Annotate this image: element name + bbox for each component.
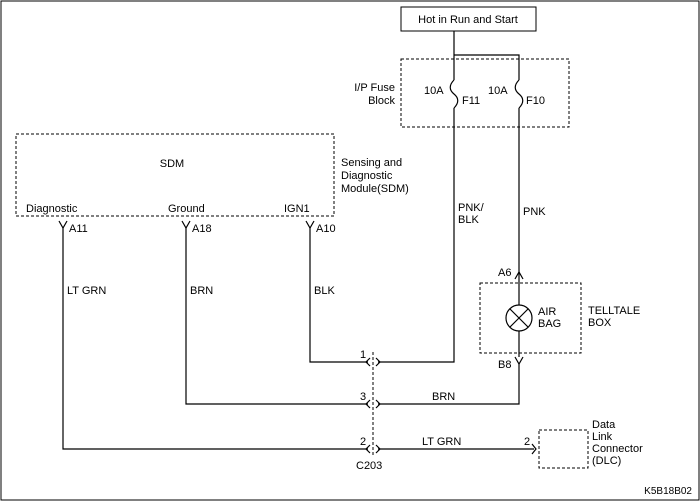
power-source-label: Hot in Run and Start [418,14,518,26]
telltale-label-line2: BOX [588,317,612,329]
c203-pin3-label: 3 [360,391,366,403]
sdm-terminal-a11: A11 [69,223,88,235]
terminal-b8-icon [514,356,524,366]
c203-pin1-icon [365,357,381,367]
wire-label-pnk-blk-line1: PNK/ [458,202,485,214]
c203-id: C203 [356,460,382,472]
wire-blk-ign1 [309,228,368,363]
wire-brn-telltale [378,364,520,405]
sdm-pin-ign1: IGN1 [284,203,310,215]
telltale-terminal-a6: A6 [498,267,511,279]
dlc-outline [538,429,589,469]
terminal-a10-icon [305,220,315,230]
telltale-outline [479,282,582,354]
fuse-f10-rating: 10A [488,85,508,97]
wire-lt-grn-diagnostic [62,228,368,450]
airbag-lamp-label-line1: AIR [538,306,556,318]
fuse-block: I/P Fuse Block 10A F11 10A F10 [354,58,570,128]
dlc-label-line3: Connector [592,443,643,455]
fuse-block-outline [400,58,570,128]
power-source: Hot in Run and Start [400,6,537,32]
terminal-a11-icon [58,220,68,230]
power-source-box [400,6,537,32]
telltale-label-line1: TELLTALE [588,305,640,317]
dlc-pin-number: 2 [524,436,530,448]
telltale-terminal-b8: B8 [498,359,511,371]
wire-label-lt-grn-left: LT GRN [67,285,106,297]
sdm-pin-diagnostic: Diagnostic [26,203,78,215]
fuse-f11-icon [449,79,459,109]
fuse-f10-id: F10 [526,95,545,107]
wire-label-blk: BLK [314,285,335,297]
dlc-label-line4: (DLC) [592,455,621,467]
sdm-desc-line3: Module(SDM) [341,183,409,195]
fuse-f10-icon [514,79,524,109]
power-feed-wire [453,31,520,80]
sdm-desc-line1: Sensing and [341,157,402,169]
c203-pin3-icon [365,399,381,409]
dlc-label-line1: Data [592,419,616,431]
airbag-lamp-label-line2: BAG [538,318,561,330]
airbag-lamp-icon [505,304,533,332]
telltale-box: A6 AIR BAG TELLTALE BOX B8 [479,267,640,371]
sdm-desc-line2: Diagnostic [341,170,393,182]
wire-pnk-blk [378,108,455,363]
sdm-module: SDM Sensing and Diagnostic Module(SDM) D… [15,133,409,235]
airbag-lamp-cross [509,308,529,328]
wire-label-pnk: PNK [523,206,546,218]
dlc-connector: LT GRN 2 Data Link Connector (DLC) [378,419,643,469]
wire-brn-ground [185,228,368,405]
figure-code: K5B18B02 [644,486,692,497]
fuse-f11-rating: 10A [424,85,444,97]
c203-connector: 1 3 2 C203 [356,349,382,472]
c203-pin1-label: 1 [360,349,366,361]
fuse-block-label-line2: Block [368,95,395,107]
sdm-pin-ground: Ground [168,203,205,215]
wire-label-pnk-blk-line2: BLK [458,214,479,226]
fuse-block-label-line1: I/P Fuse [354,82,395,94]
terminal-a18-icon [181,220,191,230]
c203-pin2-label: 2 [360,436,366,448]
sdm-terminal-a10: A10 [316,223,336,235]
wire-label-brn-left: BRN [190,285,213,297]
fuse-f11-id: F11 [462,95,480,107]
c203-pin2-icon [365,444,381,454]
dlc-terminal-icon [531,443,537,455]
sdm-title: SDM [160,158,184,170]
sdm-terminal-a18: A18 [192,223,212,235]
dlc-label-line2: Link [592,431,613,443]
wire-label-lt-grn-bottom: LT GRN [422,436,461,448]
wire-label-brn-bottom: BRN [432,391,455,403]
